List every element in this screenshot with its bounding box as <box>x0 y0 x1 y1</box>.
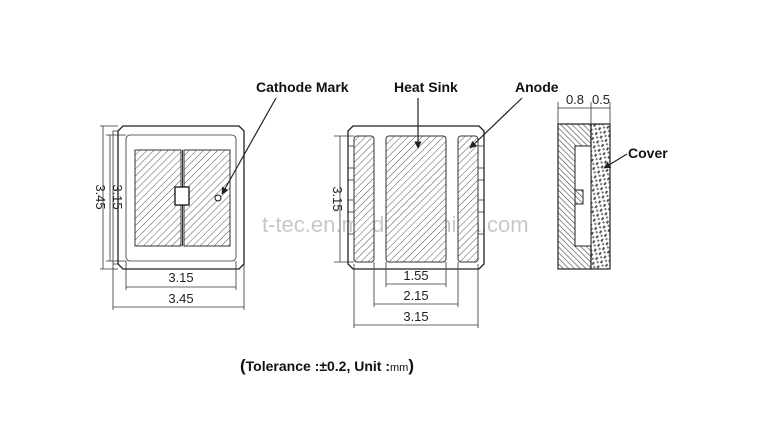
anode-pad <box>457 135 479 263</box>
bottom-view: 3.15 1.55 2.15 3.15 <box>330 125 485 328</box>
dim-3.15-mid-bottom: 3.15 <box>403 309 428 324</box>
dim-3.15-mid-vertical: 3.15 <box>330 186 345 211</box>
label-anode: Anode <box>515 79 559 95</box>
dim-3.45-bottom: 3.45 <box>168 291 193 306</box>
tolerance-paren-close: ) <box>408 356 414 375</box>
tolerance-paren-open: ( <box>240 356 246 375</box>
dim-2.15: 2.15 <box>403 288 428 303</box>
cathode-mark-dot <box>214 194 222 202</box>
lens-window <box>125 134 237 262</box>
tolerance-unit: mm <box>390 362 408 374</box>
label-heat-sink: Heat Sink <box>394 79 458 95</box>
pad-left <box>134 149 182 247</box>
dim-3.45-vertical: 3.45 <box>93 184 108 209</box>
top-view: 3.45 3.15 3.15 3.45 <box>93 125 245 310</box>
bottom-outline <box>347 125 485 270</box>
dim-3.15-bottom: 3.15 <box>168 270 193 285</box>
cathode-pad <box>353 135 375 263</box>
side-view: 0.8 0.5 <box>557 92 611 270</box>
dim-1.55: 1.55 <box>403 268 428 283</box>
tolerance-text: Tolerance :±0.2, Unit : <box>246 358 390 374</box>
label-cover: Cover <box>628 145 668 161</box>
dim-0.8: 0.8 <box>566 92 584 107</box>
side-cover <box>590 123 611 270</box>
dim-3.15-vertical: 3.15 <box>110 184 125 209</box>
label-cathode-mark: Cathode Mark <box>256 79 349 95</box>
dim-0.5: 0.5 <box>592 92 610 107</box>
pad-right <box>183 149 231 247</box>
led-chip <box>174 186 190 206</box>
tolerance-note: (Tolerance :±0.2, Unit :mm) <box>240 356 414 375</box>
heat-sink-pad <box>385 135 447 263</box>
